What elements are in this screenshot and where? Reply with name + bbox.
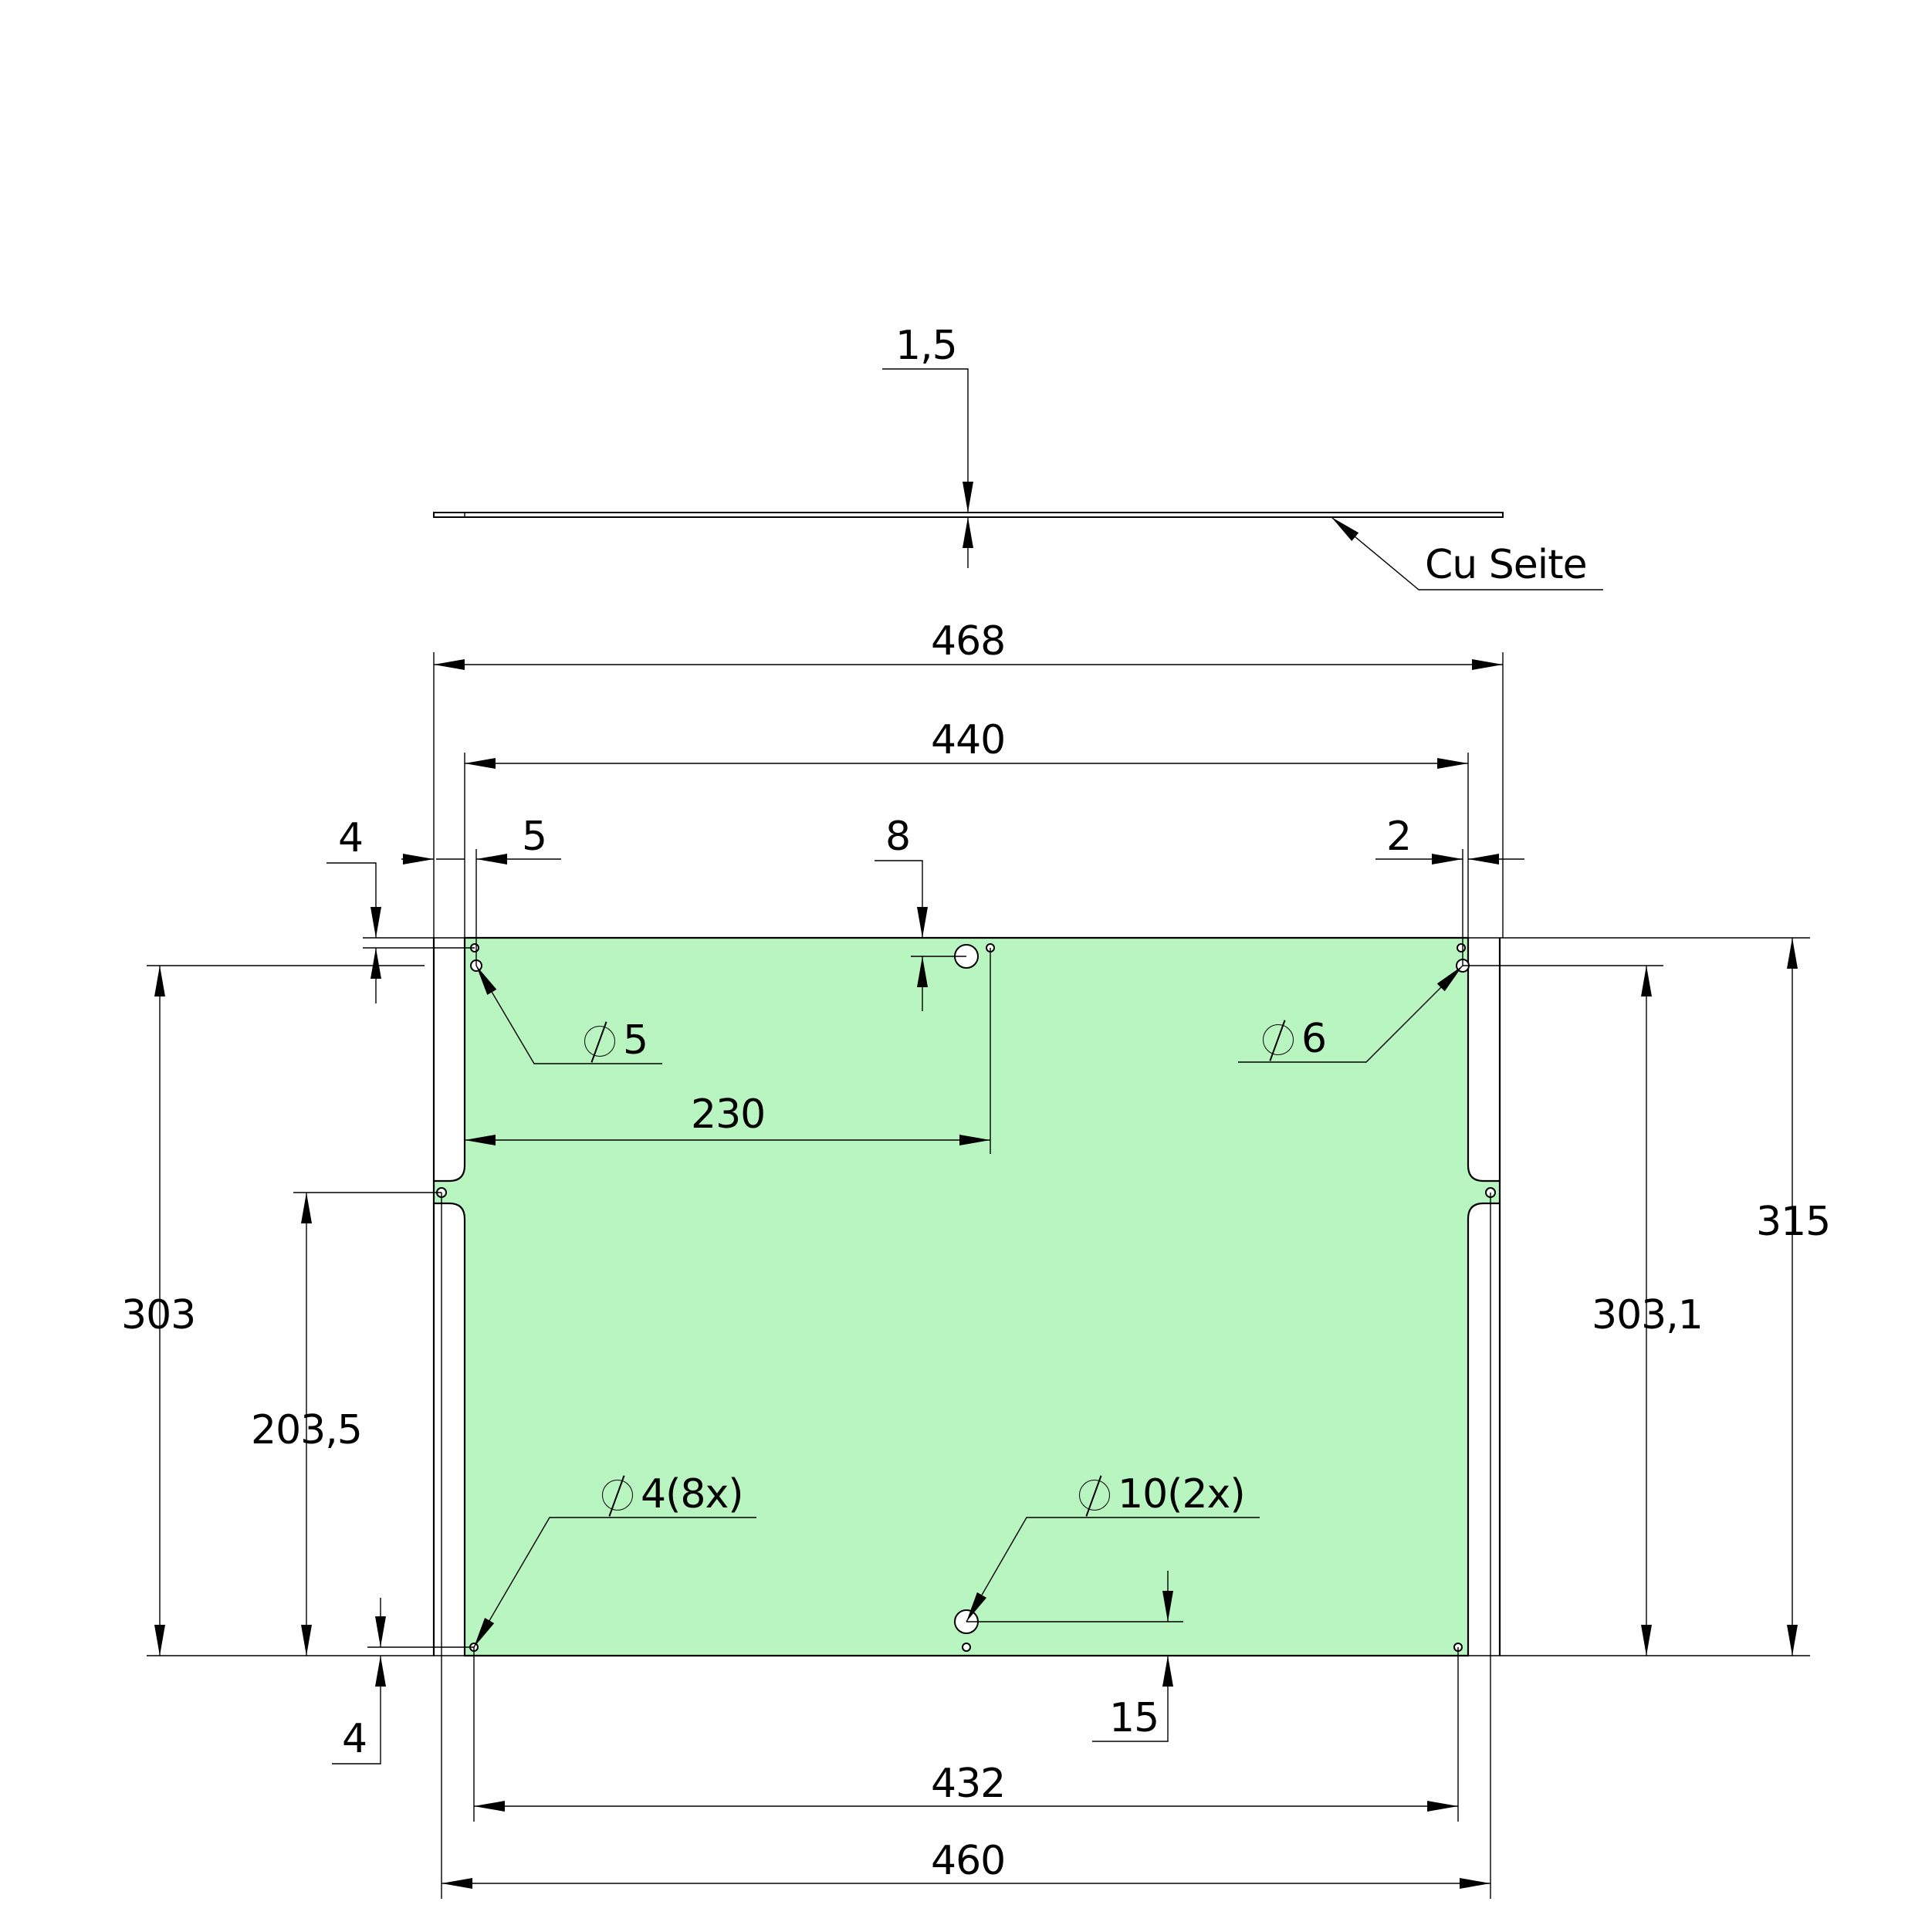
callout-d10: 10(2x): [1079, 1474, 1246, 1514]
dim-right-height: 303,1: [1592, 1292, 1704, 1338]
dim-board-width: 440: [931, 717, 1006, 763]
dim-bottom-hole-offset: 15: [1109, 1695, 1159, 1741]
dim-left-flange: 4: [338, 815, 364, 861]
hole-4mm: [962, 1643, 971, 1652]
hole-4mm: [1457, 943, 1466, 952]
diameter-icon: [584, 1026, 615, 1057]
diameter-icon: [602, 1480, 633, 1511]
dim-tab-height: 203,5: [251, 1407, 363, 1453]
dim-overall-height: 315: [1756, 1199, 1831, 1245]
callout-d5: 5: [584, 1020, 648, 1061]
diameter-icon: [1263, 1024, 1294, 1055]
dim-hole-spacing: 432: [931, 1761, 1006, 1807]
callout-leaders: [473, 965, 1463, 1648]
thickness-label: 1,5: [895, 323, 958, 369]
diameter-icon: [1079, 1480, 1110, 1511]
dim-center-hole-x: 230: [691, 1091, 766, 1138]
copper-side-label: Cu Seite: [1425, 542, 1588, 588]
dimension-lines: [154, 659, 1798, 1889]
dim-overall-width: 468: [931, 618, 1006, 665]
extension-lines: [147, 652, 1810, 1899]
dim-left-height: 303: [121, 1292, 196, 1338]
callout-d4: 4(8x): [602, 1474, 744, 1514]
cu-side-leader: [1331, 516, 1603, 590]
dim-top-center-hole-offset: 8: [885, 814, 911, 860]
thickness-dimension: [882, 368, 973, 568]
dim-left-hole-offset: 5: [522, 814, 547, 860]
dim-right-flange: 2: [1386, 814, 1412, 860]
side-view-plate: [433, 512, 1504, 518]
callout-d6: 6: [1263, 1019, 1327, 1059]
dim-bottom-hole-offset-y: 4: [342, 1716, 367, 1762]
dim-tab-span: 460: [931, 1838, 1006, 1884]
